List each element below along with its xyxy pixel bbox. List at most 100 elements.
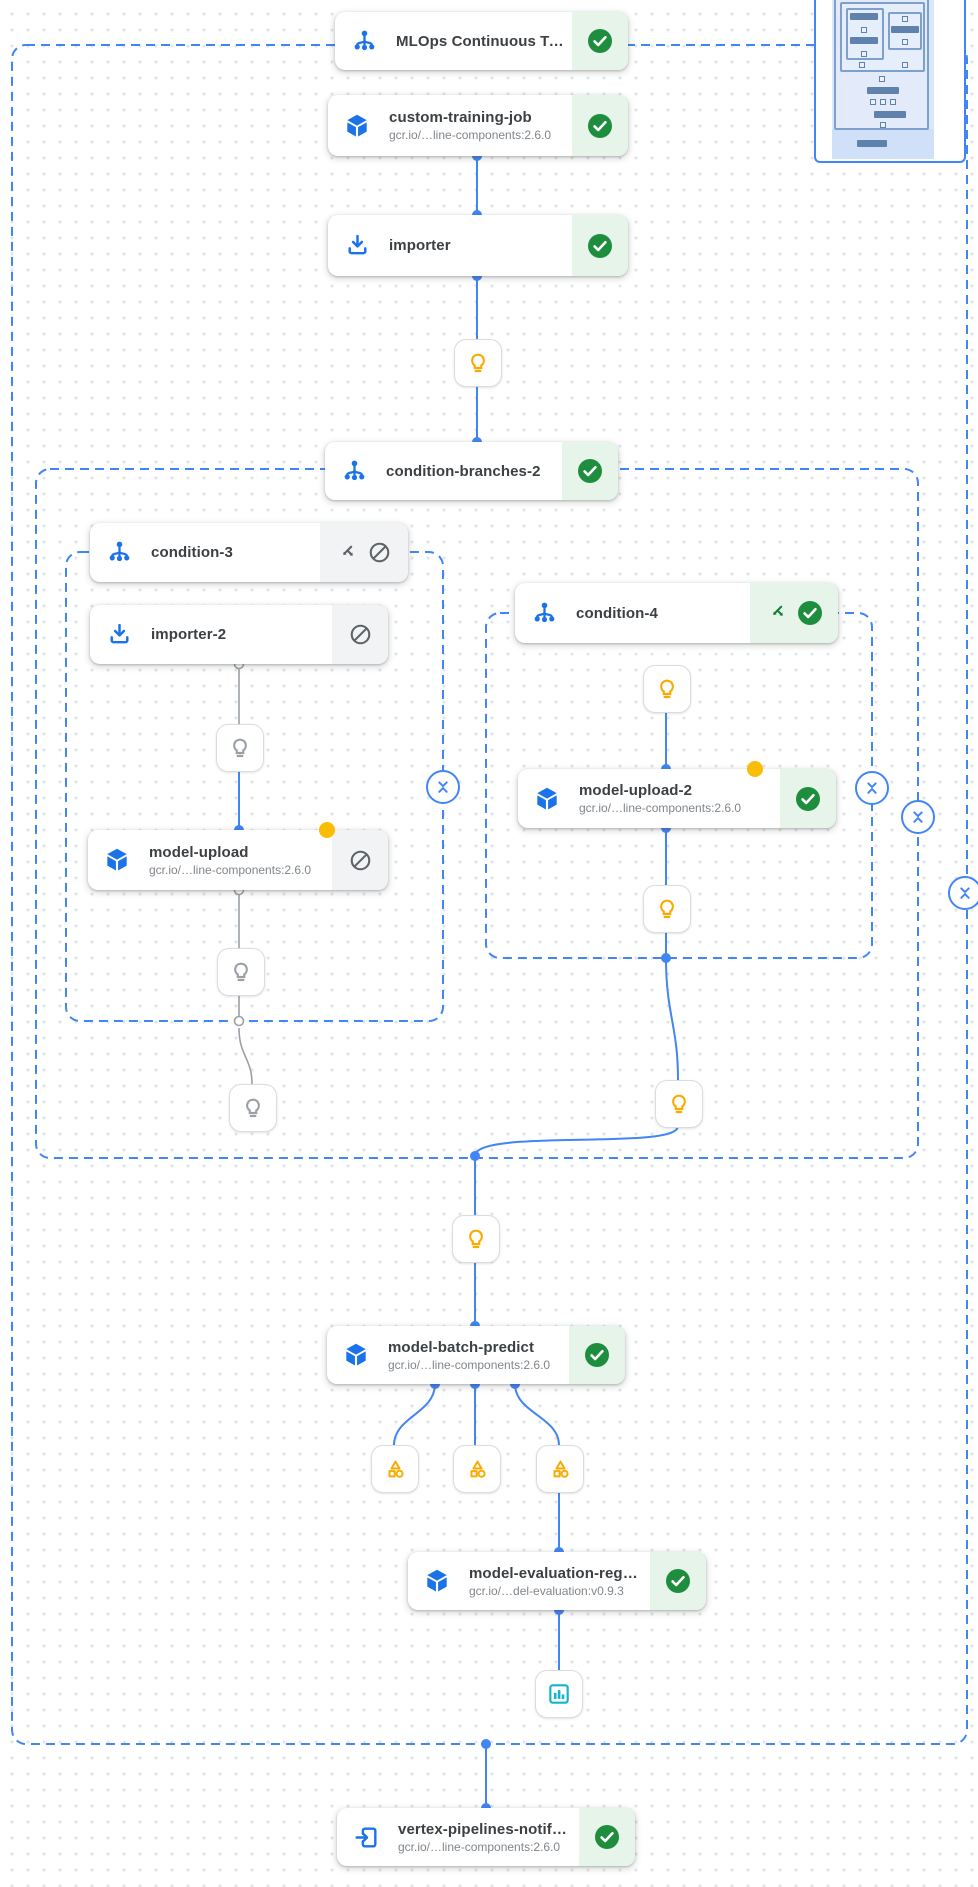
cache-status-dot xyxy=(747,761,763,777)
artifact-chip[interactable] xyxy=(371,1445,419,1493)
lightbulb-icon xyxy=(246,1098,260,1118)
node-image: gcr.io/…del-evaluation:v0.9.3 xyxy=(469,1583,624,1598)
node-title: condition-4 xyxy=(576,604,658,622)
collapse-icon xyxy=(438,781,448,793)
branch-split-icon xyxy=(772,605,783,616)
node-condition-3[interactable]: condition-3 xyxy=(90,523,408,582)
status-succeeded xyxy=(579,1808,635,1866)
collapse-icon xyxy=(867,782,877,794)
importer-download-icon xyxy=(343,232,371,260)
status-skipped xyxy=(332,605,388,664)
node-title: model-evaluation-regres… xyxy=(469,1564,642,1582)
check-circle-icon xyxy=(797,601,822,625)
parameter-chip-skipped[interactable] xyxy=(216,724,264,772)
node-model-upload-2[interactable]: model-upload-2 gcr.io/…line-components:2… xyxy=(518,761,836,828)
node-model-evaluation-regression[interactable]: model-evaluation-regres… gcr.io/…del-eva… xyxy=(408,1552,706,1610)
status-succeeded xyxy=(572,12,628,70)
importer-download-icon xyxy=(105,621,133,649)
node-model-batch-predict[interactable]: model-batch-predict gcr.io/…line-compone… xyxy=(327,1326,625,1384)
node-image: gcr.io/…line-components:2.6.0 xyxy=(149,862,312,877)
status-succeeded xyxy=(780,769,836,828)
status-skipped xyxy=(320,523,408,582)
check-circle-icon xyxy=(588,233,612,258)
node-title: custom-training-job xyxy=(389,109,532,126)
collapse-icon xyxy=(960,887,970,899)
node-image: gcr.io/…line-components:2.6.0 xyxy=(398,1839,561,1854)
component-cube-icon xyxy=(423,1567,451,1595)
status-succeeded xyxy=(650,1552,706,1610)
cache-status-dot xyxy=(319,822,335,838)
condition-tree-icon xyxy=(105,539,133,567)
lightbulb-icon xyxy=(471,353,485,373)
node-importer[interactable]: importer xyxy=(328,215,628,276)
parameter-chip[interactable] xyxy=(643,885,691,933)
check-circle-icon xyxy=(588,113,612,138)
condition-tree-icon xyxy=(350,27,378,55)
artifact-shapes-icon xyxy=(552,1460,569,1478)
check-circle-icon xyxy=(578,459,602,483)
collapse-condition-branches-2-button[interactable] xyxy=(901,800,935,834)
node-title: MLOps Continuous Traini… xyxy=(396,32,564,50)
node-title: model-upload-2 xyxy=(579,782,693,799)
parameter-chip[interactable] xyxy=(452,1215,500,1263)
parameter-chip[interactable] xyxy=(655,1080,703,1128)
bar-chart-icon xyxy=(549,1684,569,1704)
status-succeeded xyxy=(562,442,618,500)
node-image: gcr.io/…line-components:2.6.0 xyxy=(388,1357,551,1372)
node-title: importer-2 xyxy=(151,626,227,643)
status-succeeded xyxy=(572,95,628,156)
condition-tree-icon xyxy=(340,457,368,485)
check-circle-icon xyxy=(585,1343,609,1367)
node-condition-4[interactable]: condition-4 xyxy=(515,583,838,643)
collapse-condition-3-button[interactable] xyxy=(426,770,460,804)
component-cube-icon xyxy=(533,785,561,813)
lightbulb-icon xyxy=(234,962,248,982)
artifact-chip[interactable] xyxy=(536,1445,584,1493)
node-image: gcr.io/…line-components:2.6.0 xyxy=(579,801,742,815)
condition-tree-icon xyxy=(530,599,558,627)
status-succeeded xyxy=(750,583,838,643)
artifact-shapes-icon xyxy=(387,1460,404,1478)
blocked-icon xyxy=(350,624,370,645)
lightbulb-icon xyxy=(660,899,674,919)
lightbulb-icon xyxy=(660,679,674,699)
node-vertex-pipelines-notification[interactable]: vertex-pipelines-notificat… gcr.io/…line… xyxy=(337,1808,635,1866)
node-condition-branches-2[interactable]: condition-branches-2 xyxy=(325,442,618,500)
node-title: condition-branches-2 xyxy=(386,462,541,480)
metrics-chip[interactable] xyxy=(535,1670,583,1718)
collapse-icon xyxy=(913,811,923,823)
node-model-upload[interactable]: model-upload gcr.io/…line-components:2.6… xyxy=(88,822,388,890)
parameter-chip-skipped[interactable] xyxy=(217,948,265,996)
check-circle-icon xyxy=(796,786,820,811)
check-circle-icon xyxy=(595,1825,619,1849)
node-mlops-pipeline[interactable]: MLOps Continuous Traini… xyxy=(335,12,628,70)
node-title: condition-3 xyxy=(151,544,233,561)
status-skipped xyxy=(332,830,388,890)
check-circle-icon xyxy=(588,29,612,53)
node-title: model-upload xyxy=(149,843,249,861)
node-title: model-batch-predict xyxy=(388,1338,535,1356)
lightbulb-icon xyxy=(233,738,247,758)
node-image: gcr.io/…line-components:2.6.0 xyxy=(389,128,552,142)
node-title: importer xyxy=(389,237,451,254)
artifact-chip[interactable] xyxy=(453,1445,501,1493)
parameter-chip[interactable] xyxy=(643,665,691,713)
lightbulb-icon xyxy=(469,1229,483,1249)
exit-handler-icon xyxy=(352,1823,380,1851)
node-custom-training-job[interactable]: custom-training-job gcr.io/…line-compone… xyxy=(328,95,628,156)
component-cube-icon xyxy=(343,112,371,140)
component-cube-icon xyxy=(103,846,131,874)
collapse-pipeline-button[interactable] xyxy=(948,876,978,910)
node-title: vertex-pipelines-notificat… xyxy=(398,1820,571,1838)
parameter-chip-skipped[interactable] xyxy=(229,1084,277,1132)
parameter-chip[interactable] xyxy=(454,339,502,387)
status-succeeded xyxy=(569,1326,625,1384)
collapse-condition-4-button[interactable] xyxy=(855,771,889,805)
lightbulb-icon xyxy=(672,1094,686,1114)
status-succeeded xyxy=(572,215,628,276)
node-importer-2[interactable]: importer-2 xyxy=(90,605,388,664)
minimap[interactable] xyxy=(814,0,966,163)
blocked-icon xyxy=(369,542,390,563)
artifact-shapes-icon xyxy=(469,1460,486,1478)
